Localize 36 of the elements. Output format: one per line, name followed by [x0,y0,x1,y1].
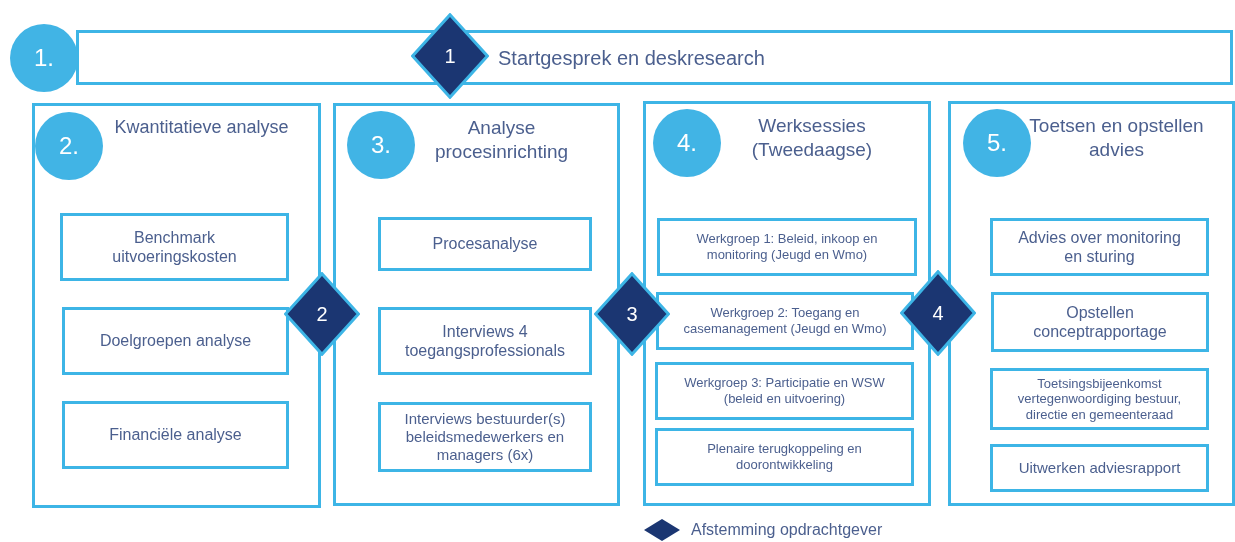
phase-heading: Toetsen en opstellen advies [1028,114,1205,162]
step-number-badge: 1. [10,24,78,92]
phase-heading: Kwantitatieve analyse [113,116,290,139]
activity-box: Toetsingsbijeenkomst vertegenwoordiging bestuur, directie en gemeenteraad [990,368,1209,430]
activity-box: Uitwerken adviesrapport [990,444,1209,492]
activity-box: Werkgroep 2: Toegang en casemanagement (Jeugd en Wmo) [656,292,914,350]
step-number-badge: 3. [347,111,415,179]
phase-heading: Analyse procesinrichting [433,116,570,164]
legend-label: Afstemming opdrachtgever [691,520,883,540]
activity-box: Advies over monitoring en sturing [990,218,1209,276]
phase-panel [333,103,620,506]
milestone-number: 3 [626,302,638,327]
milestone-diamond [411,13,489,99]
step-number-badge: 2. [35,112,103,180]
activity-box: Werkgroep 3: Participatie en WSW (beleid en uitvoering) [655,362,914,420]
phase-panel [948,101,1235,506]
activity-box: Interviews 4 toegangsprofessionals [378,307,592,375]
milestone-diamond [284,272,360,356]
phase-panel [643,101,931,506]
milestone-diamond [594,272,670,356]
milestone-number: 1 [444,44,456,69]
phase-band [76,30,1233,85]
phase-heading: Werksessies (Tweedaagse) [750,114,874,162]
milestone-diamond [900,270,976,356]
activity-box: Werkgroep 1: Beleid, inkoop en monitoring (Jeugd en Wmo) [657,218,917,276]
activity-box: Doelgroepen analyse [62,307,289,375]
milestone-number: 4 [932,301,944,326]
activity-box: Procesanalyse [378,217,592,271]
step-number-badge: 4. [653,109,721,177]
activity-box: Interviews bestuurder(s) beleidsmedewerkers en managers (6x) [378,402,592,472]
activity-box: Opstellen conceptrapportage [991,292,1209,352]
activity-box: Plenaire terugkoppeling en doorontwikkeling [655,428,914,486]
milestone-number: 2 [316,302,328,327]
activity-box: Benchmark uitvoeringskosten [60,213,289,281]
activity-box: Financiële analyse [62,401,289,469]
phase-title: Startgesprek en deskresearch [498,45,765,71]
